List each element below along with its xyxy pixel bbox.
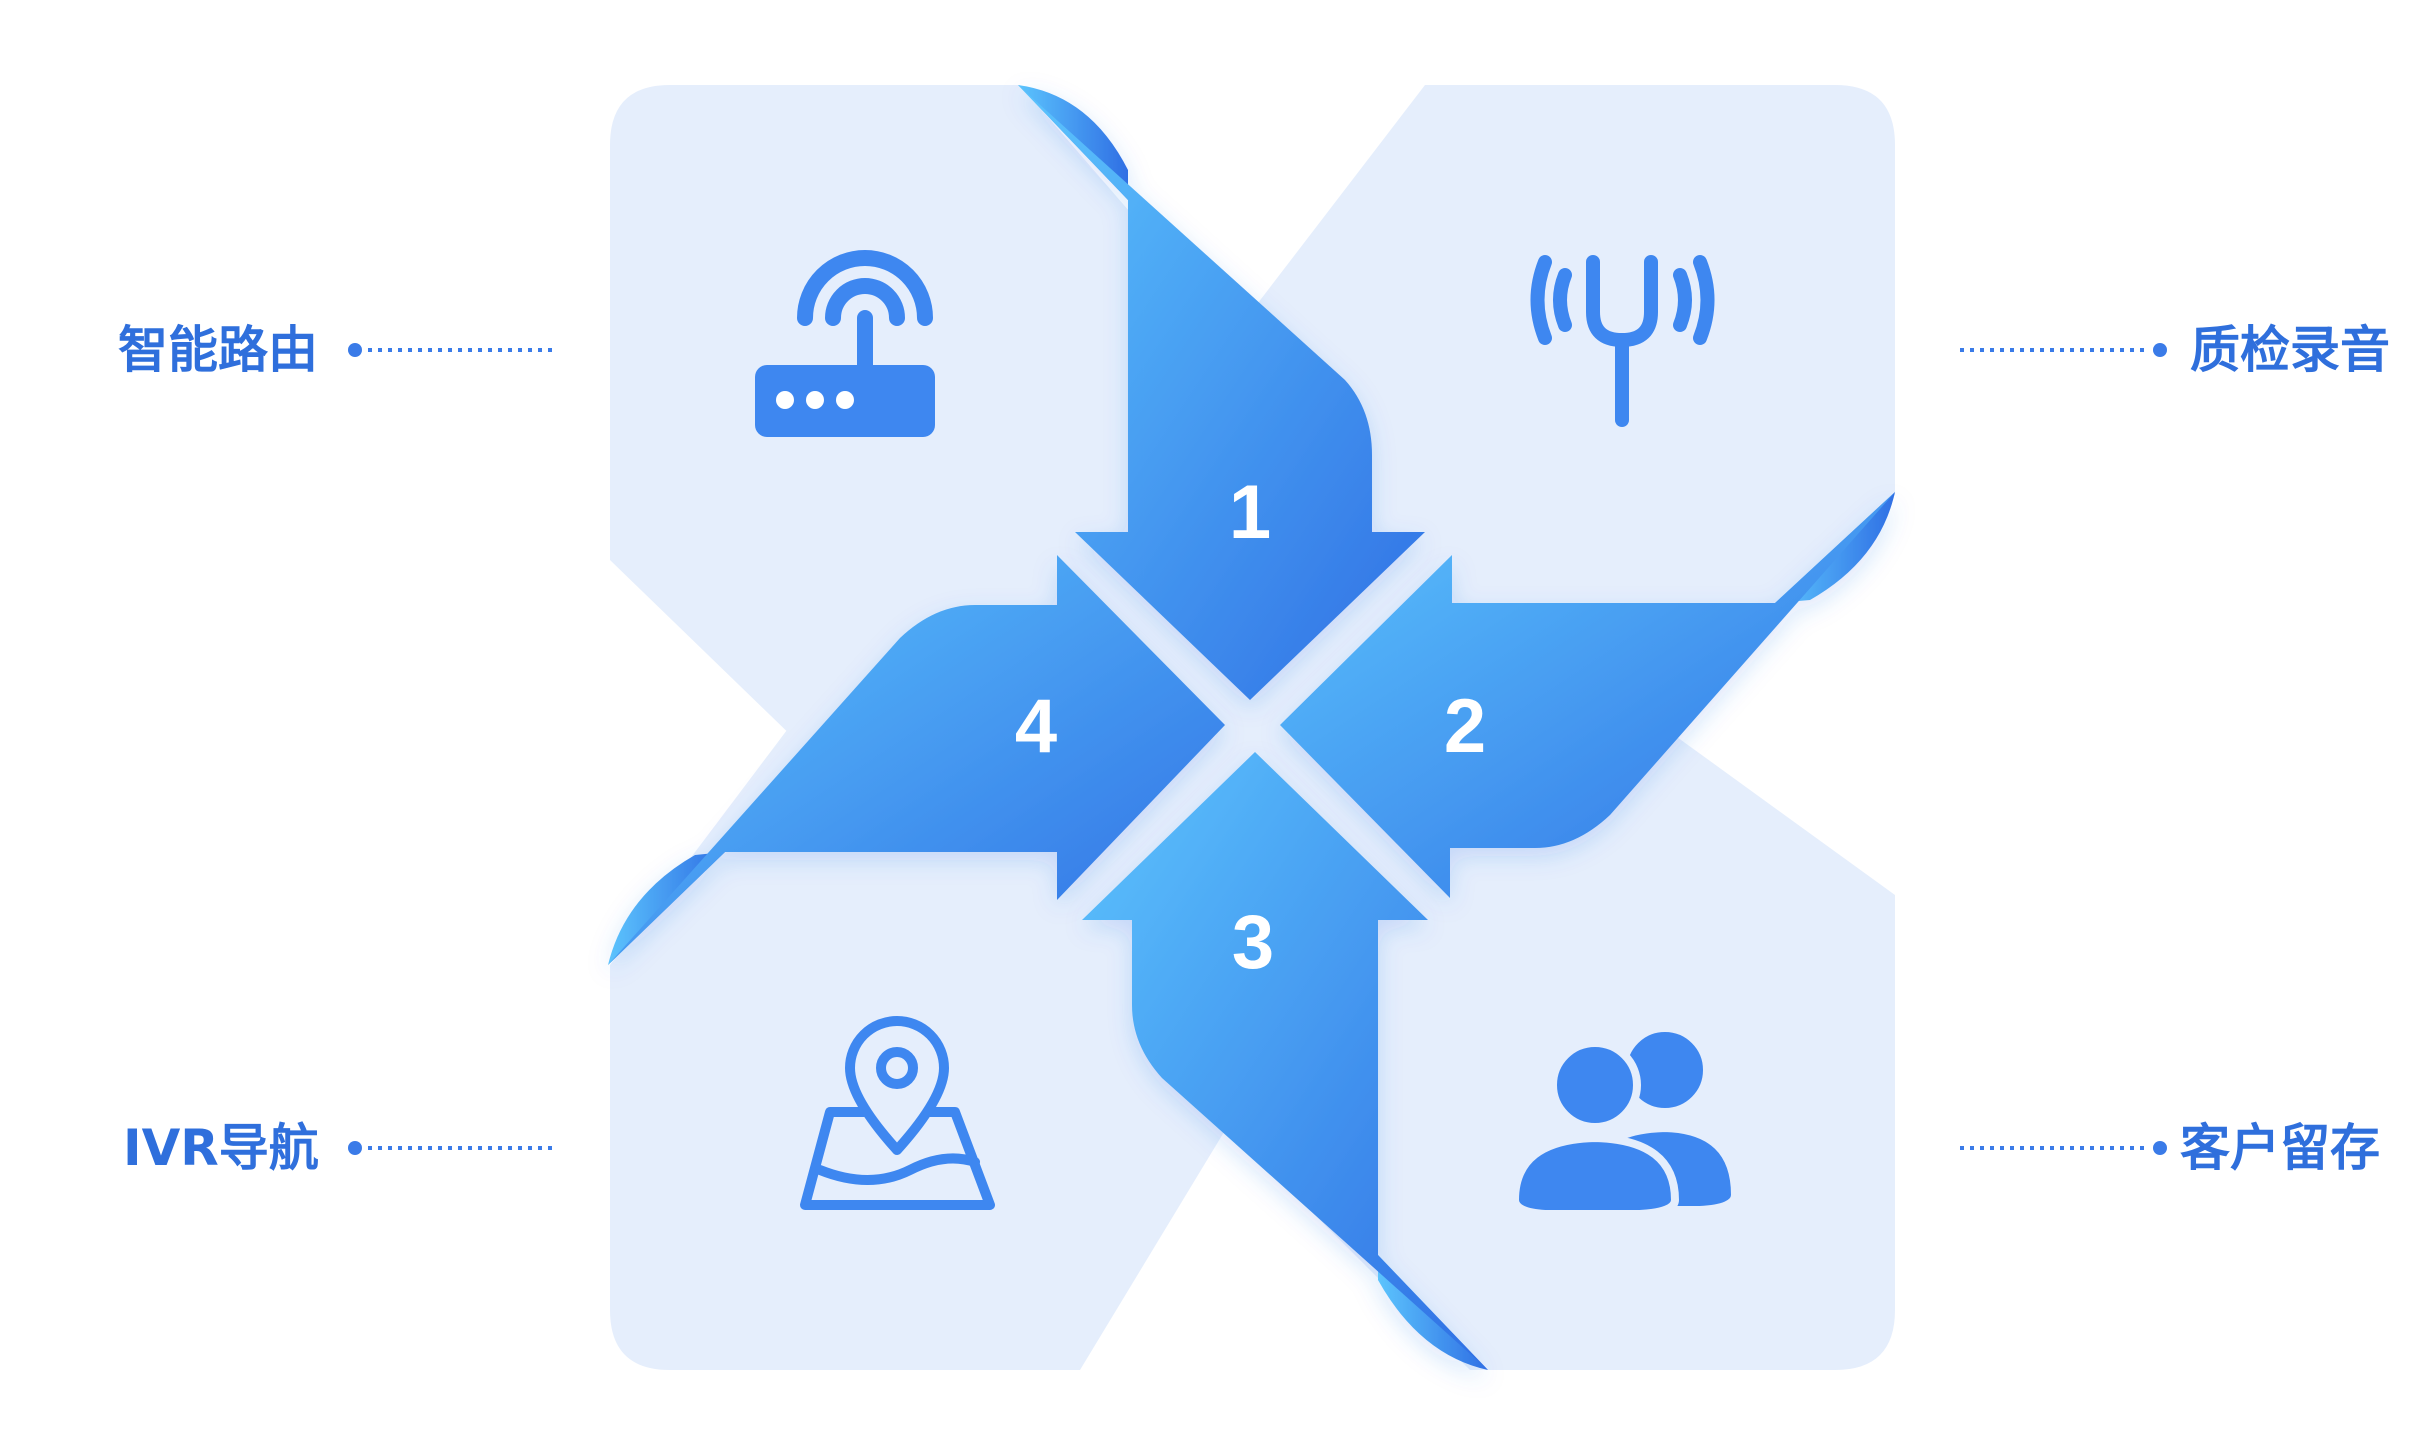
step-4-number: 4 [1015, 684, 1057, 769]
arrow-4 [608, 555, 1225, 965]
users-icon [1510, 1024, 1740, 1218]
step-1-number: 1 [1229, 470, 1271, 555]
label-step-1: 智能路由 [118, 321, 318, 379]
arrow-2 [1280, 492, 1895, 898]
step-2-number: 2 [1444, 684, 1486, 769]
label-step-2: 质检录音 [2190, 321, 2390, 379]
connector-step-3 [1960, 1141, 2167, 1155]
connector-step-1 [348, 343, 558, 357]
step-3-number: 3 [1232, 900, 1274, 985]
map-pin-icon [800, 1016, 995, 1210]
arrow-3 [1082, 752, 1488, 1370]
tuning-fork-icon [1530, 255, 1715, 427]
router-icon [755, 250, 935, 437]
connector-step-4 [348, 1141, 558, 1155]
connector-step-2 [1960, 343, 2167, 357]
label-step-3: 客户留存 [2180, 1119, 2380, 1177]
arrow-1 [1018, 85, 1425, 700]
label-step-4: IVR导航 [123, 1119, 319, 1177]
